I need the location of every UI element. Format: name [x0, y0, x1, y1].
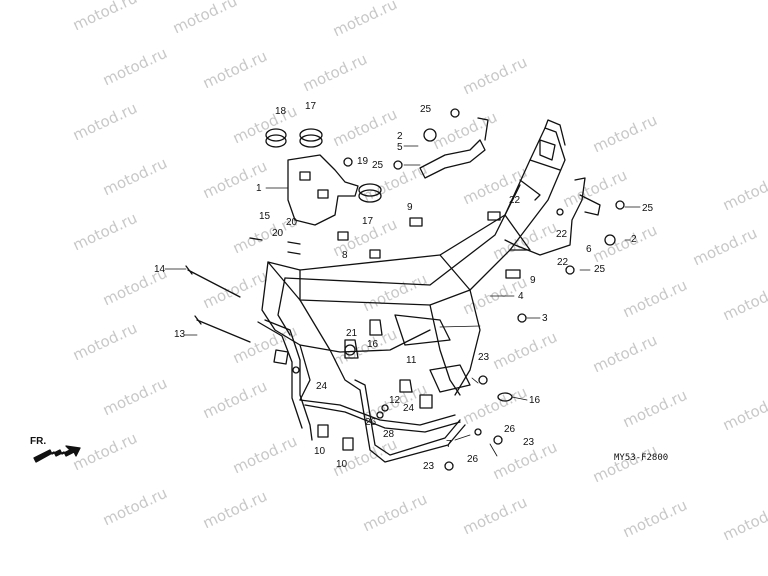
callout-28: 28: [383, 429, 395, 440]
callout-12: 12: [389, 395, 401, 406]
frame-front-tubes: [257, 319, 313, 441]
callout-19: 19: [357, 156, 369, 167]
callout-2: 2: [631, 234, 637, 245]
callout-10: 10: [336, 459, 348, 470]
head-bracket: [287, 154, 359, 226]
callout-22: 22: [557, 257, 569, 268]
callout-20: 20: [286, 217, 298, 228]
callout-1: 1: [256, 183, 262, 194]
leader-lines: [164, 145, 641, 457]
callout-17: 17: [305, 101, 317, 112]
callout-7: 7: [446, 439, 452, 450]
callout-24: 24: [403, 403, 415, 414]
frame-lower-rail: [354, 379, 466, 463]
callout-16: 16: [529, 395, 541, 406]
callout-23: 23: [478, 352, 490, 363]
callout-25: 25: [420, 104, 432, 115]
callout-22: 22: [509, 195, 521, 206]
callout-22: 22: [556, 229, 568, 240]
callout-2: 2: [397, 131, 403, 142]
callout-18: 18: [275, 106, 287, 117]
callout-10: 10: [314, 446, 326, 457]
callout-8: 8: [342, 250, 348, 261]
callout-3: 3: [542, 313, 548, 324]
callout-25: 25: [372, 160, 384, 171]
callout-14: 14: [154, 264, 166, 275]
callout-17: 17: [362, 216, 374, 227]
fr-arrow-icon: [33, 445, 81, 463]
callout-23: 23: [523, 437, 535, 448]
frame-cradle: [261, 261, 481, 433]
callout-9: 9: [530, 275, 536, 286]
callout-15: 15: [259, 211, 271, 222]
callout-20: 20: [272, 228, 284, 239]
callout-26: 26: [467, 454, 479, 465]
callout-24: 24: [316, 381, 328, 392]
direction-label: FR.: [30, 436, 47, 447]
callout-21: 21: [346, 328, 358, 339]
diagram-code: MY53-F2800: [614, 453, 669, 463]
callout-25: 25: [642, 203, 654, 214]
small-hardware: [249, 108, 625, 471]
callout-5: 5: [397, 142, 403, 153]
callout-6: 6: [586, 244, 592, 255]
long-bolts: [185, 265, 251, 343]
callout-16: 16: [367, 339, 379, 350]
callout-26: 26: [504, 424, 516, 435]
callout-25: 25: [594, 264, 606, 275]
callout-13: 13: [174, 329, 186, 340]
frame-main-spar: [267, 119, 566, 306]
bearing-races: [265, 128, 382, 203]
callout-4: 4: [518, 291, 524, 302]
callout-11: 11: [406, 355, 417, 366]
callout-9: 9: [407, 202, 413, 213]
side-brackets: [419, 117, 601, 256]
callout-26: 26: [365, 417, 377, 428]
callout-23: 23: [423, 461, 435, 472]
